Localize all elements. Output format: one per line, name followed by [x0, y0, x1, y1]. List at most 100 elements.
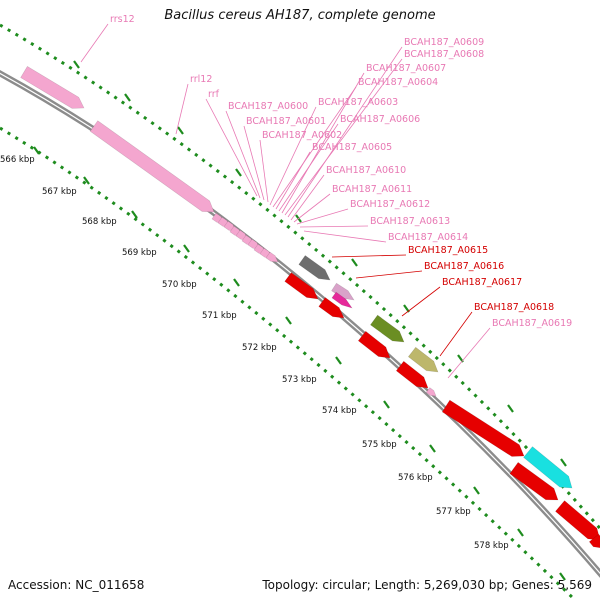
outer-major-tick [351, 258, 358, 267]
BCAH187_A0617-gene [370, 314, 405, 343]
cds-gene-body [284, 272, 319, 300]
inner-major-tick [131, 210, 138, 219]
kbp-label: 576 kbp [398, 473, 433, 483]
leader-BCAH187_A0608 [284, 58, 403, 216]
cds-gene-body [318, 297, 345, 319]
outer-major-tick [235, 168, 242, 177]
gene-label-BCAH187_A0607: BCAH187_A0607 [366, 63, 446, 74]
gene-label-BCAH187_A0608: BCAH187_A0608 [404, 49, 484, 60]
magenta-gene-body [331, 291, 353, 309]
leader-rrs12 [80, 23, 109, 63]
kbp-label: 569 kbp [122, 248, 157, 258]
leader-BCAH187_A0611 [293, 193, 331, 223]
map-title: Bacillus cereus AH187, complete genome [164, 8, 436, 23]
gene-label-rrs12: rrs12 [110, 14, 135, 25]
trna-gene-body [265, 251, 279, 263]
cyan-gene [523, 446, 573, 489]
leader-BCAH187_A0603 [269, 106, 317, 206]
inner-major-tick [83, 176, 90, 185]
BCAH187_A0618-gene [407, 346, 439, 373]
kbp-label: 570 kbp [162, 280, 197, 290]
trna-gene [265, 251, 279, 263]
cds-gene-body [441, 399, 525, 457]
inner-major-tick [335, 356, 342, 365]
gene-label-BCAH187_A0612: BCAH187_A0612 [350, 199, 430, 210]
inner-major-tick [383, 400, 390, 409]
kbp-label: 568 kbp [82, 217, 117, 227]
inner-tick-track [0, 126, 577, 600]
rrl12-gene-body [89, 120, 215, 213]
cds-gene [284, 272, 319, 300]
leader-BCAH187_A0609 [287, 46, 403, 218]
leader-BCAH187_A0601 [243, 125, 265, 201]
cds-gene [588, 533, 600, 549]
cds-gene [395, 360, 429, 389]
leader-BCAH187_A0614 [303, 230, 387, 243]
BCAH187_A0618-gene-body [407, 346, 439, 373]
inner-major-tick [517, 528, 524, 537]
cds-gene-body [357, 330, 391, 359]
gene-label-BCAH187_A0618: BCAH187_A0618 [474, 302, 554, 313]
outer-major-tick [507, 404, 514, 413]
gene-label-BCAH187_A0617: BCAH187_A0617 [442, 277, 522, 288]
gene-label-BCAH187_A0603: BCAH187_A0603 [318, 97, 398, 108]
cds-gene-body [395, 360, 429, 389]
inner-major-tick [429, 444, 436, 453]
gene-label-rrl12: rrl12 [190, 74, 212, 85]
gene-label-BCAH187_A0604: BCAH187_A0604 [358, 77, 438, 88]
leader-rrf [205, 98, 258, 197]
leader-rrl12 [175, 83, 189, 135]
outer-major-tick [177, 126, 184, 135]
BCAH187_A0616-gene [331, 282, 355, 301]
cds-gene [441, 399, 525, 457]
inner-major-tick [33, 146, 40, 155]
leader-BCAH187_A0615 [331, 254, 407, 258]
kbp-label: 578 kbp [474, 541, 509, 551]
outer-major-tick [560, 458, 567, 467]
accession-text: Accession: NC_011658 [8, 578, 145, 592]
leader-BCAH187_A0605 [275, 151, 311, 210]
BCAH187_A0619-gene [425, 387, 437, 397]
leader-BCAH187_A0602 [259, 139, 269, 203]
leader-BCAH187_A0613 [299, 225, 369, 228]
leader-BCAH187_A0610 [290, 174, 325, 221]
inner-major-tick [285, 316, 292, 325]
kbp-label: 575 kbp [362, 440, 397, 450]
kbp-label: 573 kbp [282, 375, 317, 385]
kbp-label: 572 kbp [242, 343, 277, 353]
gene-label-BCAH187_A0616: BCAH187_A0616 [424, 261, 504, 272]
kbp-label: 566 kbp [0, 155, 35, 165]
gene-label-BCAH187_A0609: BCAH187_A0609 [404, 37, 484, 48]
BCAH187_A0615-gene-body [298, 255, 331, 281]
magenta-gene [331, 291, 353, 309]
cds-gene-body [588, 533, 600, 549]
gene-label-BCAH187_A0615: BCAH187_A0615 [408, 245, 488, 256]
kbp-label: 567 kbp [42, 187, 77, 197]
BCAH187_A0617-gene-body [370, 314, 405, 343]
gene-label-BCAH187_A0613: BCAH187_A0613 [370, 216, 450, 227]
leader-BCAH187_A0607 [281, 72, 365, 214]
outer-major-tick [73, 60, 80, 69]
gene-label-BCAH187_A0601: BCAH187_A0601 [246, 116, 326, 127]
BCAH187_A0616-gene-body [331, 282, 355, 301]
gene-label-BCAH187_A0610: BCAH187_A0610 [326, 165, 406, 176]
gene-label-BCAH187_A0600: BCAH187_A0600 [228, 101, 308, 112]
gene-label-BCAH187_A0605: BCAH187_A0605 [312, 142, 392, 153]
leader-BCAH187_A0612 [296, 208, 349, 225]
gene-label-rrf: rrf [208, 89, 220, 100]
kbp-label: 577 kbp [436, 507, 471, 517]
leader-BCAH187_A0618 [439, 311, 473, 357]
rrs12-gene-body [20, 66, 85, 109]
cds-gene [357, 330, 391, 359]
leader-BCAH187_A0600 [225, 110, 261, 199]
leader-BCAH187_A0619 [447, 327, 491, 379]
kbp-label: 571 kbp [202, 311, 237, 321]
topology-text: Topology: circular; Length: 5,269,030 bp… [262, 578, 592, 592]
inner-major-tick [183, 244, 190, 253]
inner-major-tick [559, 572, 566, 581]
cds-gene-body [509, 461, 559, 501]
gene-label-BCAH187_A0619: BCAH187_A0619 [492, 318, 572, 329]
gene-label-BCAH187_A0606: BCAH187_A0606 [340, 114, 420, 125]
rrs12-gene [20, 66, 85, 109]
